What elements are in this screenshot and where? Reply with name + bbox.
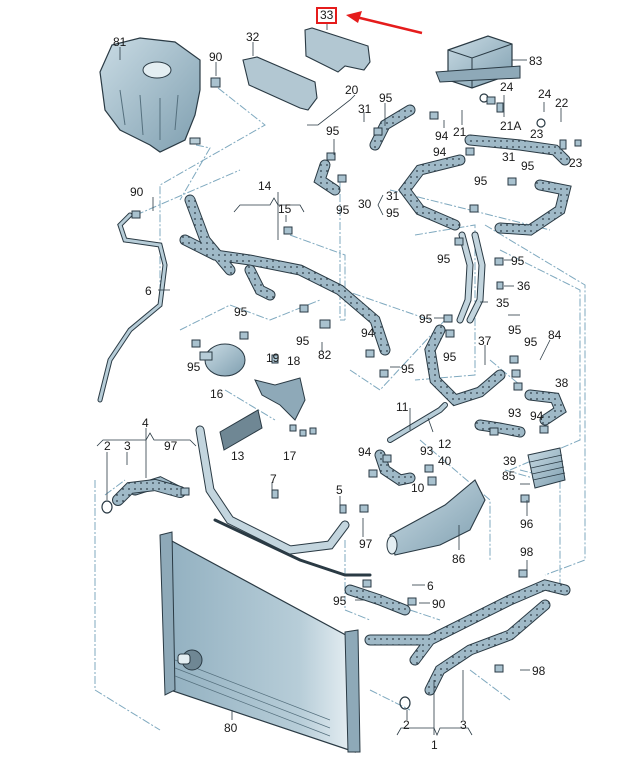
part-label-12[interactable]: 12 [438, 437, 452, 451]
part-label-90[interactable]: 90 [130, 185, 144, 199]
radiator-80-part [159, 531, 361, 753]
part-label-20[interactable]: 20 [345, 83, 359, 97]
bracket-18-part [254, 377, 306, 421]
part-label-84[interactable]: 84 [548, 328, 562, 342]
part-label-95[interactable]: 95 [443, 350, 457, 364]
part-label-21A[interactable]: 21A [500, 119, 522, 133]
part-label-3[interactable]: 3 [460, 718, 467, 732]
expansion-tank-part [99, 37, 201, 153]
part-label-83[interactable]: 83 [529, 54, 543, 68]
part-label-21[interactable]: 21 [453, 125, 467, 139]
part-label-98[interactable]: 98 [520, 545, 534, 559]
part-label-95[interactable]: 95 [419, 312, 433, 326]
part-label-19[interactable]: 19 [266, 351, 280, 365]
part-label-95[interactable]: 95 [326, 124, 340, 138]
part-label-15[interactable]: 15 [278, 202, 292, 216]
part-label-93[interactable]: 93 [420, 444, 434, 458]
part-label-32[interactable]: 32 [246, 30, 260, 44]
leader-lines [94, 87, 586, 731]
part-label-95[interactable]: 95 [336, 203, 350, 217]
part-label-90[interactable]: 90 [209, 50, 223, 64]
part-label-24[interactable]: 24 [500, 80, 514, 94]
part-label-6[interactable]: 6 [145, 284, 152, 298]
label-leaders [96, 22, 562, 737]
part-label-93[interactable]: 93 [508, 406, 522, 420]
part-label-94[interactable]: 94 [435, 129, 449, 143]
part-label-11[interactable]: 11 [396, 400, 409, 414]
part-label-94[interactable]: 94 [358, 445, 372, 459]
part-label-82[interactable]: 82 [318, 348, 332, 362]
part-label-16[interactable]: 16 [210, 387, 224, 401]
part-label-4[interactable]: 4 [142, 416, 149, 430]
part-label-95[interactable]: 95 [437, 252, 451, 266]
part-label-2[interactable]: 2 [403, 718, 410, 732]
part-label-24[interactable]: 24 [538, 87, 552, 101]
part-label-95[interactable]: 95 [401, 362, 415, 376]
part-label-86[interactable]: 86 [452, 552, 466, 566]
coolant-hoses [97, 104, 572, 696]
part-label-81[interactable]: 81 [113, 35, 127, 49]
gasket-33-part [304, 27, 371, 73]
part-label-23[interactable]: 23 [530, 127, 544, 141]
part-label-18[interactable]: 18 [287, 354, 301, 368]
part-label-95[interactable]: 95 [511, 254, 525, 268]
part-label-95[interactable]: 95 [234, 305, 248, 319]
part-label-2[interactable]: 2 [104, 439, 111, 453]
part-label-90[interactable]: 90 [432, 597, 446, 611]
gasket-32-part [242, 56, 318, 111]
pump-16-part [199, 343, 246, 377]
part-label-7[interactable]: 7 [270, 472, 277, 486]
part-label-94[interactable]: 94 [433, 145, 447, 159]
cap-90-part [210, 77, 221, 88]
part-label-95[interactable]: 95 [508, 323, 522, 337]
part-label-14[interactable]: 14 [258, 179, 272, 193]
part-label-97[interactable]: 97 [164, 439, 178, 453]
part-label-96[interactable]: 96 [520, 517, 534, 531]
part-label-10[interactable]: 10 [411, 481, 425, 495]
part-label-39[interactable]: 39 [503, 454, 517, 468]
part-label-38[interactable]: 38 [555, 376, 569, 390]
part-label-95[interactable]: 95 [333, 594, 347, 608]
part-label-95[interactable]: 95 [524, 335, 538, 349]
part-label-23[interactable]: 23 [569, 156, 583, 170]
part-label-95[interactable]: 95 [386, 206, 400, 220]
part-label-40[interactable]: 40 [438, 454, 452, 468]
plate-13-part [219, 409, 263, 451]
hose-clamps [131, 96, 582, 673]
part-label-80[interactable]: 80 [224, 721, 238, 735]
part-label-1[interactable]: 1 [431, 738, 438, 752]
part-label-95[interactable]: 95 [521, 159, 535, 173]
part-label-33-highlighted[interactable]: 33 [316, 7, 338, 24]
oil-cooler-83-part [435, 35, 521, 89]
thermostat-housing-86-part [386, 479, 486, 556]
part-label-95[interactable]: 95 [474, 174, 488, 188]
part-label-31[interactable]: 31 [502, 150, 516, 164]
part-label-94[interactable]: 94 [361, 326, 375, 340]
part-label-30[interactable]: 30 [358, 197, 372, 211]
part-label-31[interactable]: 31 [358, 102, 372, 116]
highlight-arrow [346, 11, 423, 35]
part-label-97[interactable]: 97 [359, 537, 373, 551]
part-label-85[interactable]: 85 [502, 469, 516, 483]
part-label-6[interactable]: 6 [427, 579, 434, 593]
part-label-37[interactable]: 37 [478, 334, 492, 348]
part-label-31[interactable]: 31 [386, 189, 400, 203]
part-label-95[interactable]: 95 [296, 334, 310, 348]
part-label-95[interactable]: 95 [187, 360, 201, 374]
part-label-36[interactable]: 36 [517, 279, 531, 293]
part-label-35[interactable]: 35 [496, 296, 510, 310]
part-label-98[interactable]: 98 [532, 664, 546, 678]
hose-4-part [112, 478, 186, 506]
part-label-13[interactable]: 13 [231, 449, 245, 463]
part-label-17[interactable]: 17 [283, 449, 297, 463]
part-label-95[interactable]: 95 [379, 91, 393, 105]
part-label-5[interactable]: 5 [336, 483, 343, 497]
oil-cooler-85-part [527, 447, 566, 489]
part-label-22[interactable]: 22 [555, 96, 569, 110]
part-label-3[interactable]: 3 [124, 439, 131, 453]
part-label-94[interactable]: 94 [530, 409, 544, 423]
